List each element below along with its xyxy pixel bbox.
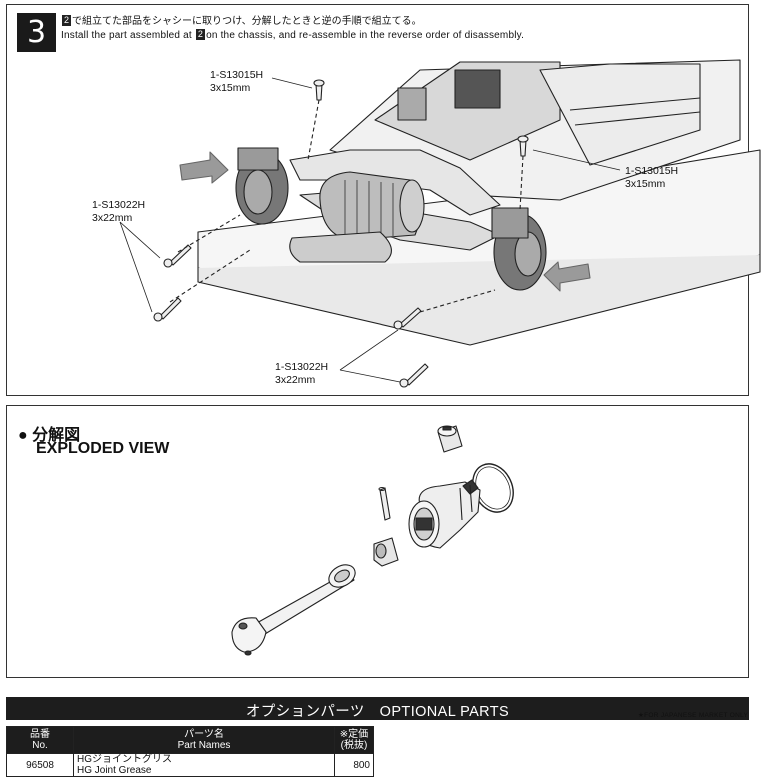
optional-parts-title: オプションパーツ OPTIONAL PARTS	[245, 704, 510, 720]
step-ref-box: 2	[62, 15, 72, 26]
part-number: 96508	[6, 753, 74, 777]
exploded-view-title-jp: ● 分解図	[18, 427, 81, 444]
optional-parts-header: オプションパーツ OPTIONAL PARTS	[6, 697, 749, 720]
instruction-en-pre: Install the part assembled at	[61, 30, 192, 41]
exploded-view-panel	[6, 405, 749, 678]
bullet-icon: ●	[18, 427, 28, 444]
step-number-badge: 3	[17, 13, 56, 52]
market-note: ★FOR JAPANESE MARKET ONLY	[638, 712, 749, 719]
step-ref-box: 2	[195, 29, 206, 40]
header-price: ※定価(税抜)	[334, 726, 374, 754]
part-price: 800	[334, 753, 374, 777]
instruction-en-post: on the chassis, and re-assemble in the r…	[206, 30, 525, 41]
instruction-jp-text: で組立てた部品をシャシーに取りつけ、分解したときと逆の手順で組立てる。	[72, 16, 422, 27]
exploded-view-title-en: EXPLODED VIEW	[36, 440, 170, 457]
